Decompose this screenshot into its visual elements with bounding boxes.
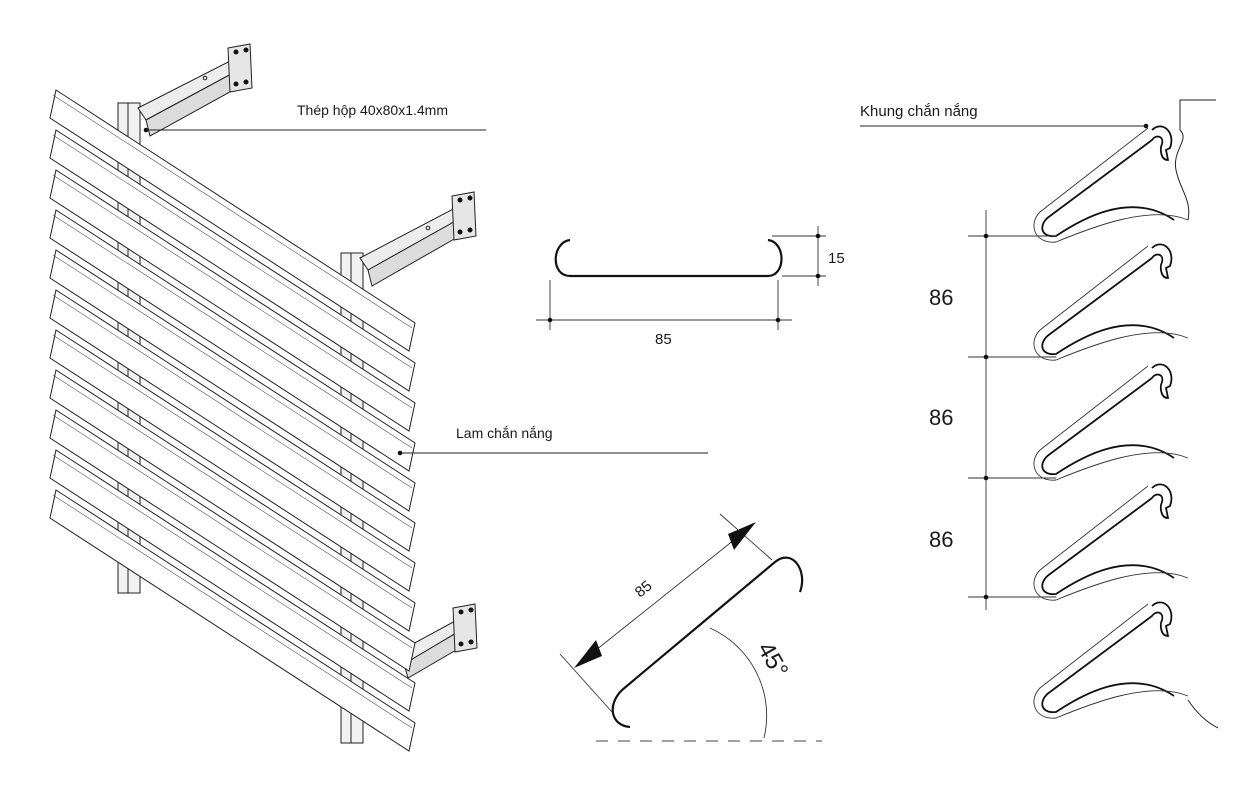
tilted-section-45: 85 45° [559,513,822,742]
louver-blade-edge [52,494,413,729]
louver-blade [49,89,416,352]
louver-blade [49,129,416,392]
louver-blade-edge [52,454,413,689]
width-dimension-value: 85 [655,331,672,348]
louver-blade [49,289,416,552]
louver-blade [49,369,416,632]
frame-hook [1041,125,1175,237]
louver-blade-edge [52,134,413,369]
frame-hook [1041,601,1175,713]
frame-label: Khung chắn nắng [860,103,978,120]
c-profile-outline [554,238,783,278]
frame-leader-dot [1143,123,1149,129]
spacing-value-2: 86 [929,405,953,430]
angle-arc [709,627,768,739]
louver-blade [49,169,416,432]
louver-blade-edge [52,214,413,449]
spacing-value-1: 86 [929,285,953,310]
sun-louver-label: Lam chắn nắng [456,425,553,441]
frame-hook-outline [1033,485,1189,601]
height-dimension-value: 15 [828,250,845,267]
steel-box-leader-dot [143,127,149,133]
frame-hook-outline [1033,245,1189,361]
label-sun-louver-group: Lam chắn nắng [397,425,708,456]
bracket-top [137,43,253,137]
label-steel-box-group: Thép hộp 40x80x1.4mm [143,102,486,133]
frame-hook-outline [1033,127,1189,243]
bracket-middle [359,191,477,287]
c-profile-section: 15 85 [536,226,845,348]
louver-blade [49,209,416,472]
louver-blade-edge [52,294,413,529]
frame-hooks [1033,125,1189,719]
isometric-louver-assembly [49,43,478,752]
louver-blade [49,329,416,592]
louver-blades [49,89,416,752]
frame-bottom-edge [1187,699,1219,729]
spacing-value-3: 86 [929,527,953,552]
frame-hook [1041,243,1175,355]
louver-blade [49,409,416,672]
louver-blade [49,249,416,512]
louver-blade-edge [52,174,413,409]
length-arrow [585,531,745,659]
frame-hook [1041,483,1175,595]
louver-blade-edge [52,374,413,609]
louver-blade-edge [52,334,413,569]
sun-louver-leader-dot [397,450,403,456]
tilted-profile-outline [611,556,804,729]
louver-blade [49,489,416,752]
louver-blade-edge [52,254,413,489]
length-value: 85 [632,577,656,601]
louver-blade-edge [52,94,413,329]
louver-blade [49,449,416,712]
bracket-bottom [397,603,478,679]
frame-top-edge [1174,99,1216,221]
frame-hook-outline [1033,365,1189,481]
steel-box-label: Thép hộp 40x80x1.4mm [297,102,448,118]
louver-blade-edge [52,414,413,649]
frame-hook-outline [1033,603,1189,719]
sunshade-frame: 86 86 86 Khung chắn nắng [860,99,1219,729]
frame-hook [1041,363,1175,475]
